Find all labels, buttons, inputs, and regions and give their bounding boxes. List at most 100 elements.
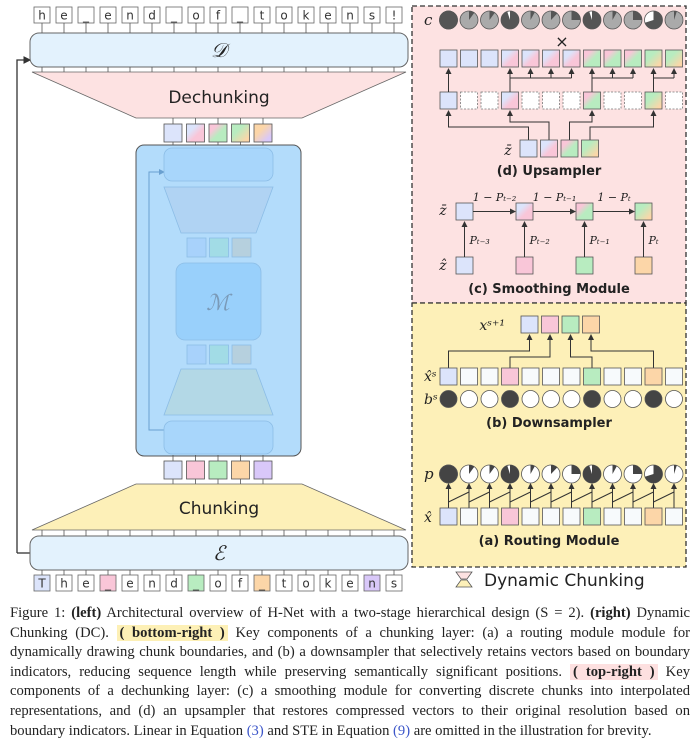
- equation-ref-3[interactable]: (3): [246, 722, 264, 739]
- downsampler-title: (b) Downsampler: [486, 416, 612, 431]
- upsampled-vector: [501, 49, 519, 68]
- token-char: s: [391, 577, 397, 591]
- probability-fill: [674, 465, 677, 474]
- empty-slot: [562, 91, 581, 110]
- arrow-line: [589, 110, 657, 140]
- probability-fill: [469, 11, 475, 20]
- dechunking-label: Dechunking: [168, 88, 269, 108]
- x-hat-vector: [624, 367, 642, 386]
- upsampler-c-label: c: [424, 11, 433, 29]
- p-label: Pₜ₋₂: [529, 234, 550, 247]
- probability-fill: [633, 465, 642, 474]
- token-char: t: [282, 577, 287, 591]
- token-char: n: [368, 577, 376, 591]
- smoothing-zbar-label: z̄: [438, 203, 447, 219]
- probability-fill: [501, 11, 519, 29]
- probability-fill: [530, 11, 535, 20]
- probability-fill: [644, 465, 663, 483]
- upsampled-vector: [665, 49, 683, 68]
- inner-chunk-vector: [209, 344, 229, 365]
- boundary-indicator: [460, 390, 478, 408]
- chunk-vector: [231, 123, 250, 143]
- token-char: e: [82, 577, 89, 591]
- token-char: d: [148, 9, 156, 23]
- probability-fill: [551, 465, 558, 474]
- inner-chunk-vector: [231, 344, 252, 365]
- routing-title: (a) Routing Module: [479, 534, 620, 549]
- encoder-block: [29, 535, 409, 571]
- chunk-vector: [186, 460, 205, 480]
- upsampled-vector: [562, 49, 581, 68]
- chunking-trapezoid: [31, 483, 407, 531]
- token-char: t: [260, 9, 265, 23]
- arrow-line: [448, 491, 470, 503]
- token-char: e: [60, 9, 67, 23]
- downsampler-xhat-label: x̂ˢ: [424, 369, 437, 385]
- empty-slot: [603, 91, 622, 110]
- arrow-line: [632, 491, 654, 503]
- caption-figure-label: Figure 1:: [10, 605, 66, 621]
- empty-slot: [624, 91, 642, 110]
- arrow-line: [591, 491, 613, 503]
- edge-label: 1 − Pₜ: [597, 191, 631, 204]
- x-hat-vector: [644, 367, 663, 386]
- arrow-line: [569, 110, 595, 140]
- token-char: f: [238, 577, 243, 591]
- arrow-line: [571, 491, 593, 503]
- downsampler-xnext-label: xˢ⁺¹: [479, 318, 505, 334]
- token-char: e: [346, 577, 353, 591]
- upsampled-vectors: [439, 49, 683, 68]
- empty-slot: [480, 91, 499, 110]
- caption-left-label: (left): [71, 605, 102, 621]
- boundary-indicator: [542, 390, 560, 408]
- smoothing-diagram: z̄ ẑ Pₜ₋₃1 − Pₜ₋₂Pₜ₋₂1 − Pₜ₋₁Pₜ₋₁1 − PₜP…: [438, 191, 659, 297]
- probability-fill: [612, 11, 617, 20]
- upsampled-vector: [439, 49, 458, 68]
- x-hat-vector: [501, 507, 519, 526]
- arrow-line: [653, 491, 675, 503]
- probability-fill: [674, 11, 677, 20]
- empty-slot: [542, 91, 560, 110]
- boundary-indicator: [583, 390, 601, 408]
- token-char: _: [258, 577, 266, 591]
- chunk-vector: [575, 256, 594, 275]
- decoder-label: 𝒟: [211, 38, 231, 62]
- boundary-indicator: [480, 390, 499, 408]
- x-hat-vector: [665, 367, 683, 386]
- boundary-indicator: [603, 390, 622, 408]
- x-hat-vector: [583, 507, 601, 526]
- token-char: o: [192, 9, 199, 23]
- inner-chunk-vector: [231, 237, 252, 258]
- arrow-line: [489, 491, 511, 503]
- x-hat-vector: [460, 367, 478, 386]
- chunk-vector: [253, 123, 273, 143]
- smoothed-vector: [455, 202, 474, 221]
- boundary-indicator: [501, 390, 519, 408]
- arrow-line: [550, 491, 572, 503]
- boundary-indicator: [665, 390, 683, 408]
- inner-dechunking: [163, 186, 274, 234]
- downsampled-vector: [541, 315, 559, 334]
- arrow-line: [509, 334, 553, 368]
- token-char: _: [104, 577, 112, 591]
- inner-chunk-vector: [186, 344, 207, 365]
- x-hat-vector: [644, 507, 663, 526]
- figure-caption: Figure 1: (left) Architectural overview …: [10, 605, 691, 739]
- selected-vector: [583, 91, 601, 110]
- skip-connection-arrow: [16, 56, 32, 553]
- probability-fill: [501, 465, 519, 484]
- upsampled-vector: [480, 49, 499, 68]
- chunk-output-tokens: [163, 455, 273, 485]
- token-char: d: [170, 577, 178, 591]
- token-char: n: [346, 9, 354, 23]
- probability-fill: [489, 11, 495, 20]
- x-hat-vector: [542, 367, 560, 386]
- edge-label: 1 − Pₜ₋₁: [533, 191, 577, 204]
- upsampler-diagram: c × z̄ (d) Upsampler: [424, 10, 684, 179]
- token-char: e: [126, 577, 133, 591]
- chunking-panel: [411, 302, 687, 568]
- equation-ref-9[interactable]: (9): [393, 722, 411, 739]
- arrow-line: [468, 491, 490, 503]
- empty-slot: [521, 91, 540, 110]
